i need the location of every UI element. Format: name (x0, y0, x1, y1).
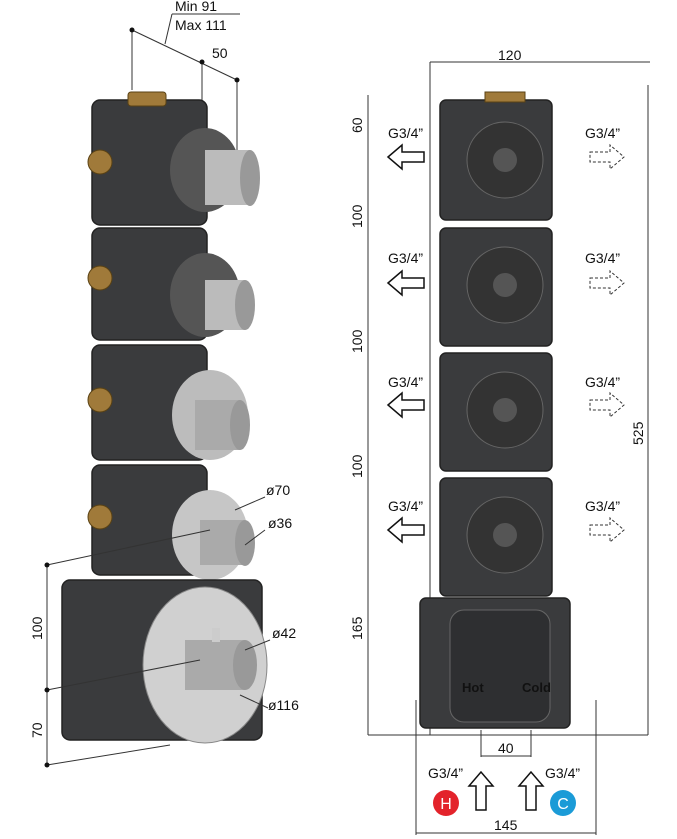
base-height-label: 70 (29, 722, 45, 738)
outlet-label-right: G3/4” (585, 125, 620, 141)
hot-badge (433, 790, 459, 816)
front-module-3 (439, 352, 553, 472)
dim-100-label: 100 (349, 204, 365, 228)
module-4 (87, 464, 255, 580)
total-height-label: 525 (630, 421, 646, 445)
total-width-label: 145 (494, 817, 518, 833)
inlet-spacing-label: 40 (498, 740, 514, 756)
outlet-label-right: G3/4” (585, 374, 620, 390)
depth-min-label: Min 91 (175, 0, 217, 14)
inlet-label-cold: G3/4” (545, 765, 580, 781)
width-120-label: 120 (498, 47, 522, 63)
module-2 (87, 227, 255, 341)
front-module-2 (439, 227, 553, 347)
depth-max-label: Max 111 (175, 17, 227, 33)
outlet-label-right: G3/4” (585, 250, 620, 266)
front-module-4 (439, 477, 553, 597)
cold-badge-text: C (557, 796, 569, 813)
outlet-arrows-right-dashed (589, 143, 625, 544)
module-base (61, 579, 268, 744)
dim-100-label: 100 (349, 329, 365, 353)
inlet-label-hot: G3/4” (428, 765, 463, 781)
outlet-label-left: G3/4” (388, 498, 423, 514)
left-assembly: Min 91 Max 111 50 100 70 ø70 ø36 ø42 ø11… (29, 0, 299, 768)
dia-116-label: ø116 (268, 697, 299, 713)
cold-text: Cold (522, 680, 551, 695)
front-module-1 (439, 91, 553, 221)
outlet-arrows-left (386, 143, 425, 544)
dim-165-label: 165 (349, 616, 365, 640)
outlet-label-right: G3/4” (585, 498, 620, 514)
hot-inlet-arrow (467, 770, 495, 811)
outlet-label-left: G3/4” (388, 374, 423, 390)
depth-step-label: 50 (212, 45, 228, 61)
dim-60-label: 60 (349, 117, 365, 133)
front-base (419, 597, 571, 729)
module-1 (87, 91, 260, 226)
module-height-label: 100 (29, 616, 45, 640)
cold-inlet-arrow (517, 770, 545, 811)
right-front-view: 120 60 100 100 100 165 525 Hot Cold G3/4… (349, 47, 650, 835)
hot-text: Hot (462, 680, 484, 695)
outlet-label-left: G3/4” (388, 250, 423, 266)
module-3 (87, 344, 250, 461)
dim-100-label: 100 (349, 454, 365, 478)
dia-36-label: ø36 (268, 515, 292, 531)
dia-42-label: ø42 (272, 625, 296, 641)
cold-badge (550, 790, 576, 816)
dia-70-label: ø70 (266, 482, 290, 498)
outlet-label-left: G3/4” (388, 125, 423, 141)
hot-badge-text: H (440, 796, 452, 813)
